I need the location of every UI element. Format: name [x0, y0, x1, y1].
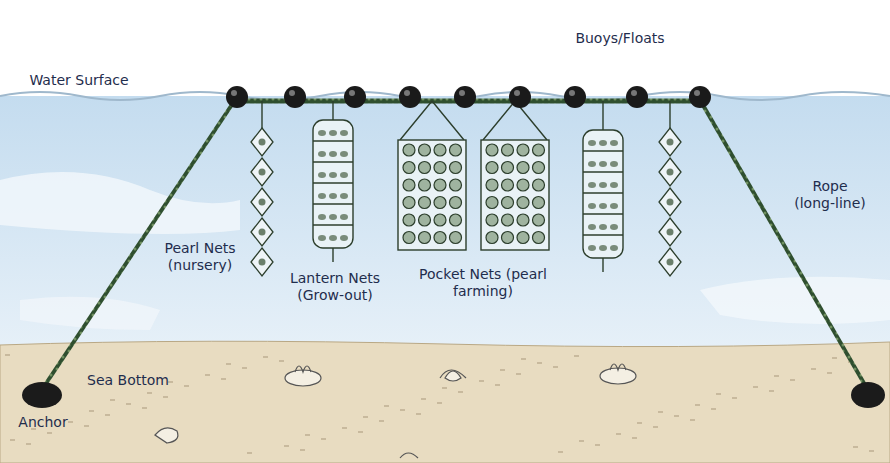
part-label: Pocket Nets (pearl farming) [418, 266, 548, 300]
water [0, 96, 890, 348]
water-swirl [0, 172, 240, 234]
part-label: Buoys/Floats [555, 30, 685, 47]
net-contents [251, 128, 681, 276]
anchor-rope [700, 100, 865, 385]
sand-texture [5, 355, 874, 453]
part-label: Rope (long-line) [790, 178, 870, 212]
buoys [226, 86, 711, 108]
shells [155, 364, 636, 458]
part-label: Sea Bottom [78, 372, 178, 389]
part-label: Water Surface [14, 72, 144, 89]
part-label: Lantern Nets (Grow-out) [280, 270, 390, 304]
part-label: Pearl Nets (nursery) [160, 240, 240, 274]
water-surface-line [0, 92, 890, 100]
nets [262, 101, 670, 272]
sea-bottom [0, 341, 890, 463]
water-swirl [20, 297, 160, 330]
water-swirl [700, 277, 890, 324]
part-label: Anchor [8, 414, 78, 431]
